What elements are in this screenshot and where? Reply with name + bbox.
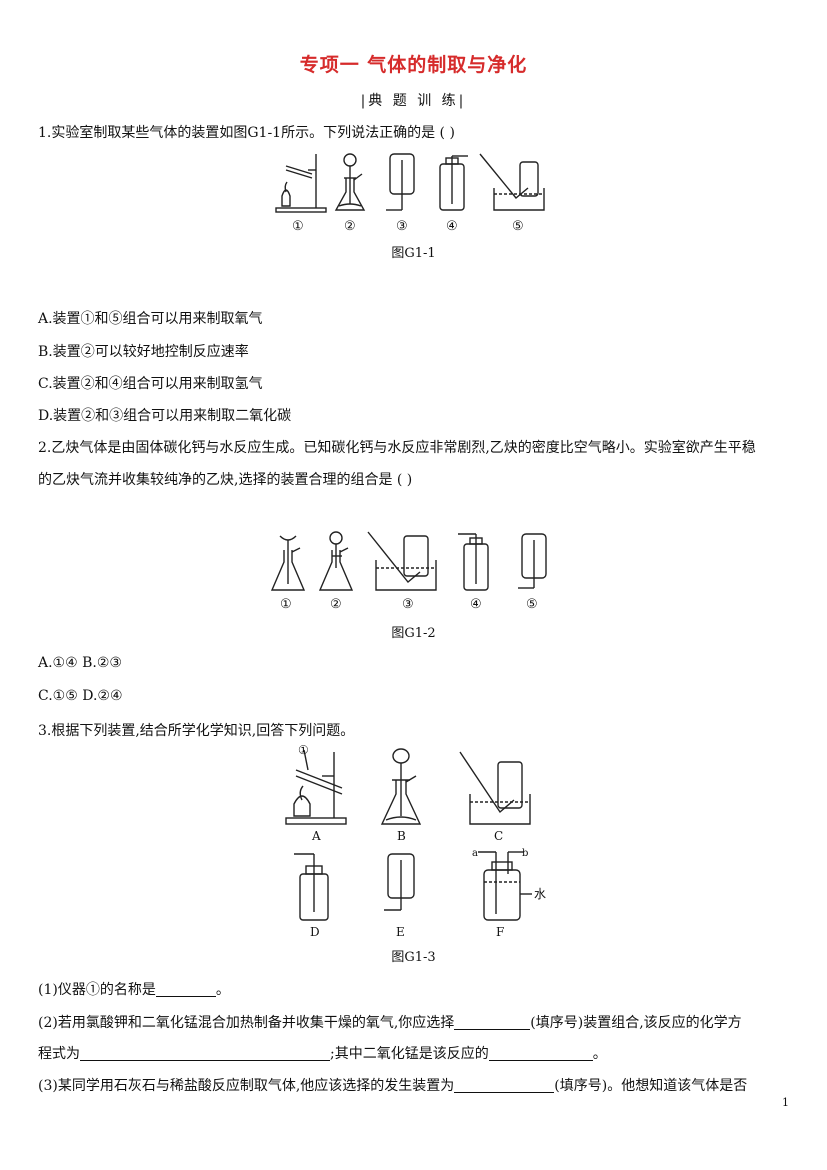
apparatus-f-washing-bottle <box>478 851 532 921</box>
q1-option-a: A.装置①和⑤组合可以用来制取氧气 <box>38 311 263 327</box>
q3-sub1: (1)仪器①的名称是 。 <box>38 979 230 999</box>
figure-g1-2-drawing: ① ② ③ ④ ⑤ <box>270 531 547 612</box>
fig3-label-a: A <box>311 829 321 843</box>
apparatus-water-trough <box>479 153 545 211</box>
apparatus-heating-tube <box>275 154 327 213</box>
apparatus-flask-funnel <box>270 535 306 591</box>
fig1-label-5: ⑤ <box>512 219 524 234</box>
apparatus-d-gas-bottle-up <box>294 853 329 921</box>
q3-sub2-device-blank[interactable] <box>454 1015 531 1030</box>
section-subtitle: |典 题 训 练| <box>360 93 467 109</box>
apparatus-e-gas-bottle-down <box>384 853 415 911</box>
fig3-water-label: 水 <box>534 887 546 901</box>
q3-sub3: (3)某同学用石灰石与稀盐酸反应制取气体,他应该选择的发生装置为 (填序号)。他想… <box>38 1075 747 1095</box>
q2-options-line2: C.①⑤ D.②④ <box>38 688 123 704</box>
q2-options-line1: A.①④ B.②③ <box>38 655 122 671</box>
fig2-label-2: ② <box>330 597 342 612</box>
q3-sub3-device-blank[interactable] <box>454 1078 555 1093</box>
q3-sub3-prompt-cont: (填序号)。他想知道该气体是否 <box>554 1078 748 1094</box>
fig3-port-a: a <box>472 848 478 859</box>
apparatus-water-trough <box>367 531 437 591</box>
q2-stem-line2: 的乙炔气流并收集较纯净的乙炔,选择的装置合理的组合是 ( ) <box>38 472 413 488</box>
apparatus-long-neck-flask <box>334 153 366 211</box>
apparatus-flask-separatory <box>318 531 354 591</box>
apparatus-c-water-trough <box>459 751 531 825</box>
q3-sub2-prompt: (2)若用氯酸钾和二氧化锰混合加热制备并收集干燥的氧气,你应选择 <box>38 1015 455 1031</box>
fig2-label-1: ① <box>280 597 292 612</box>
q1-caption: 图G1-1 <box>391 246 436 261</box>
fig3-label-e: E <box>396 925 405 939</box>
apparatus-gas-bottle-down <box>518 533 547 589</box>
figure-g1-2: ① ② ③ ④ ⑤ <box>268 528 564 612</box>
fig3-label-f: F <box>496 925 504 939</box>
fig2-label-3: ③ <box>402 597 414 612</box>
figure-g1-1: ① ② ③ ④ ⑤ <box>272 148 562 234</box>
fig3-label-d: D <box>310 925 320 939</box>
page-number: 1 <box>782 1096 789 1109</box>
q2-caption: 图G1-2 <box>391 626 436 641</box>
apparatus-gas-bottle-up <box>439 155 468 211</box>
q3-stem: 3.根据下列装置,结合所学化学知识,回答下列问题。 <box>38 723 355 739</box>
fig3-label-c: C <box>494 829 503 843</box>
q3-sub2-end: 。 <box>592 1046 607 1062</box>
q3-sub2-role-blank[interactable] <box>488 1046 593 1061</box>
q3-sub2-equation-blank[interactable] <box>80 1046 330 1061</box>
apparatus-a-heating-tube <box>285 749 347 825</box>
figure-g1-3: ① A B C D E F a b 水 <box>278 742 568 942</box>
fig2-label-5: ⑤ <box>526 597 538 612</box>
fig3-port-b: b <box>522 848 528 859</box>
q3-sub2-line1: (2)若用氯酸钾和二氧化锰混合加热制备并收集干燥的氧气,你应选择 (填序号)装置组… <box>38 1012 742 1032</box>
apparatus-b-flask-funnel <box>380 748 422 825</box>
q3-sub2-role-prompt: ;其中二氧化锰是该反应的 <box>330 1046 489 1062</box>
fig1-label-1: ① <box>292 219 304 234</box>
q3-sub2-equation-prompt: 程式为 <box>38 1046 80 1062</box>
page-title: 专项一 气体的制取与净化 <box>299 54 528 76</box>
q1-option-c: C.装置②和④组合可以用来制取氢气 <box>38 376 263 392</box>
q3-sub2-line2: 程式为 ;其中二氧化锰是该反应的 。 <box>38 1043 607 1063</box>
fig2-label-4: ④ <box>470 597 482 612</box>
q2-stem-line1: 2.乙炔气体是由固体碳化钙与水反应生成。已知碳化钙与水反应非常剧烈,乙炔的密度比… <box>38 440 756 456</box>
q3-sub3-prompt: (3)某同学用石灰石与稀盐酸反应制取气体,他应该选择的发生装置为 <box>38 1078 455 1094</box>
q3-sub1-answer-blank[interactable] <box>155 982 216 997</box>
q1-stem: 1.实验室制取某些气体的装置如图G1-1所示。下列说法正确的是 ( ) <box>38 125 455 141</box>
fig3-marker-1: ① <box>298 743 309 757</box>
q3-sub1-prompt: (1)仪器①的名称是 <box>38 982 156 998</box>
q3-sub2-prompt-cont: (填序号)装置组合,该反应的化学方 <box>530 1015 742 1031</box>
fig1-label-3: ③ <box>396 219 408 234</box>
apparatus-gas-bottle-down <box>386 153 415 211</box>
figure-g1-3-drawing: ① A B C D E F a b 水 <box>285 743 546 939</box>
q1-option-d: D.装置②和③组合可以用来制取二氧化碳 <box>38 408 292 424</box>
apparatus-gas-bottle-up <box>458 533 489 591</box>
fig3-label-b: B <box>397 829 406 843</box>
fig1-label-2: ② <box>344 219 356 234</box>
q3-caption: 图G1-3 <box>391 950 436 965</box>
q3-sub1-end: 。 <box>215 982 230 998</box>
q1-option-b: B.装置②可以较好地控制反应速率 <box>38 344 249 360</box>
figure-g1-1-drawing: ① ② ③ ④ ⑤ <box>275 153 545 234</box>
fig1-label-4: ④ <box>446 219 458 234</box>
